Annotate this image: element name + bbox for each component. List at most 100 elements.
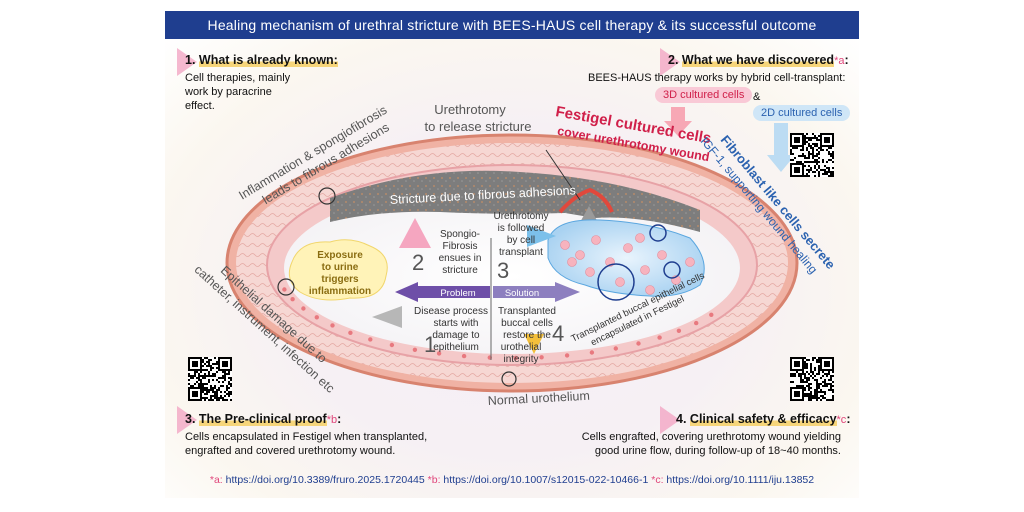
urothelial-cell: [282, 287, 287, 292]
section-discovered-title: What we have discovered: [681, 53, 835, 67]
heading-colon: :: [844, 53, 849, 67]
urothelial-cell: [314, 315, 319, 320]
urothelial-cell: [589, 350, 595, 355]
section-preclinical-number: 3.: [185, 412, 196, 426]
urothelial-cell: [348, 330, 353, 335]
ref-b-mark: *b:: [427, 474, 441, 486]
urothelial-cell: [301, 306, 306, 311]
urine-exposure-blob: [288, 239, 388, 301]
urothelial-cell: [636, 341, 641, 346]
urothelial-cell: [436, 351, 442, 356]
section-known-title: What is already known:: [198, 53, 338, 67]
section-clinical-title: Clinical safety & efficacy: [689, 412, 837, 426]
step2-line: ensues in: [439, 253, 482, 264]
ref-mark-c: *c: [836, 414, 847, 426]
fibrous-adhesion-band: [330, 170, 700, 232]
urothelial-cell: [461, 353, 467, 359]
transplanted-cell: [585, 267, 595, 277]
solution-arrow: [493, 282, 580, 302]
urethrotomy-label-line2: to release stricture: [425, 119, 532, 134]
heading-colon: :: [846, 412, 851, 426]
problem-arrow: [395, 282, 490, 302]
section-discovered-heading: 2. What we have discovered*a:: [668, 53, 849, 67]
section-known-line: effect.: [185, 100, 215, 112]
magnifier-circle: [318, 187, 336, 205]
arrow-step4-down: [524, 334, 544, 354]
urothelial-cell: [412, 347, 418, 352]
section-known-line: Cell therapies, mainly: [185, 72, 291, 84]
transplanted-cell: [591, 235, 601, 245]
transplanted-cell: [560, 240, 570, 250]
magnifier-circle: [501, 371, 517, 387]
section-preclinical-line: Cells encapsulated in Festigel when tran…: [185, 431, 428, 443]
step1-line: starts with: [433, 318, 478, 329]
step4-line: Transplanted: [498, 306, 556, 317]
urothelial-cell: [330, 323, 335, 328]
exposure-line: inflammation: [309, 286, 371, 297]
urothelial-cell: [368, 337, 373, 342]
qr-code-icon[interactable]: [790, 133, 834, 177]
step4-number: 4: [552, 321, 564, 346]
arrow-down-icon: [767, 123, 795, 172]
references-line: *a: https://doi.org/10.3389/fruro.2025.1…: [165, 474, 859, 486]
step4-line: urothelial: [501, 342, 542, 353]
ref-b-link[interactable]: https://doi.org/10.1007/s12015-022-10466…: [443, 474, 649, 486]
urothelial-cell: [564, 353, 570, 358]
pill-2d-cultured-cells: 2D cultured cells: [753, 105, 851, 121]
step3-line: transplant: [499, 247, 543, 258]
qr-code-icon[interactable]: [188, 357, 232, 401]
magnifier-circle: [597, 263, 635, 301]
section-clinical-number: 4.: [676, 412, 687, 426]
pink-triangle-marker-icon: [660, 406, 680, 434]
magnifier-circle: [649, 224, 667, 242]
pink-triangle-marker-icon: [177, 406, 197, 434]
figure-title: Healing mechanism of urethral stricture …: [165, 11, 859, 39]
ref-mark-b: *b: [326, 414, 338, 426]
step2-line: Spongio-: [440, 229, 480, 240]
arrow-step1-left: [372, 306, 402, 328]
section-known-number: 1.: [185, 53, 196, 67]
arrow-step2-up: [399, 218, 431, 248]
step4-line: integrity: [503, 354, 538, 365]
step2-line: Fibrosis: [442, 241, 477, 252]
transplanted-cell: [685, 257, 695, 267]
urethrotomy-label-line1: Urethrotomy: [434, 102, 506, 117]
section-preclinical-title: The Pre-clinical proof: [198, 412, 327, 426]
ampersand: &: [753, 91, 761, 103]
qr-code-icon[interactable]: [790, 357, 834, 401]
urothelial-cell: [290, 297, 295, 302]
section-discovered-body: BEES-HAUS therapy works by hybrid cell-t…: [588, 72, 846, 84]
transplanted-cell: [623, 243, 633, 253]
section-clinical-heading: 4. Clinical safety & efficacy*c:: [676, 412, 850, 426]
urothelial-cell: [613, 346, 618, 351]
step3-line: by cell: [507, 235, 535, 246]
section-preclinical-line: engrafted and covered urethrotomy wound.: [185, 445, 396, 457]
urothelial-cell: [513, 355, 518, 361]
gel-cells: [560, 233, 695, 295]
pointer-line: [545, 149, 581, 201]
urothelial-cell: [694, 320, 699, 326]
section-clinical-line: good urine flow, during follow-up of 18~…: [594, 445, 841, 457]
arrow-down-icon: [664, 107, 692, 136]
ref-c-link[interactable]: https://doi.org/10.1111/iju.13852: [666, 474, 815, 486]
normal-urothelium-label: Normal urothelium: [487, 389, 590, 408]
transplanted-cell: [657, 250, 667, 260]
step1-line: damage to: [432, 330, 480, 341]
urethrotomy-cut: [558, 187, 614, 214]
urothelial-cell: [676, 328, 682, 333]
step2-line: stricture: [442, 265, 478, 276]
ref-mark-a: *a: [834, 55, 845, 67]
step2-number: 2: [412, 250, 424, 275]
section-known-body: Cell therapies, mainly work by paracrine…: [185, 71, 290, 113]
step4-line: restore the: [503, 330, 551, 341]
epithelial-ring-cells: [282, 287, 714, 361]
magnifier-circle: [277, 278, 295, 296]
section-discovered-number: 2.: [668, 53, 679, 67]
pink-triangle-marker-icon: [177, 48, 197, 76]
ref-c-mark: *c:: [651, 474, 664, 486]
pink-triangle-marker-icon: [660, 48, 680, 76]
step1-number: 1: [424, 332, 436, 357]
section-known-line: work by paracrine: [185, 86, 272, 98]
ref-a-link[interactable]: https://doi.org/10.3389/fruro.2025.17204…: [225, 474, 425, 486]
